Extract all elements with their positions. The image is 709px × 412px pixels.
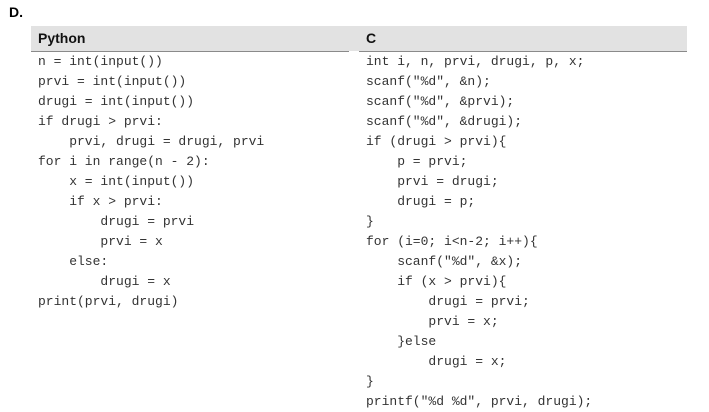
c-code-line: scanf("%d", &x);: [366, 254, 523, 269]
python-code-line: else:: [38, 254, 109, 269]
python-code-line: for i in range(n - 2):: [38, 154, 210, 169]
c-code-line: if (x > prvi){: [366, 274, 507, 289]
option-label: D.: [9, 4, 23, 20]
c-code-line: drugi = x;: [366, 354, 507, 369]
c-code-line: prvi = drugi;: [366, 174, 499, 189]
c-code-line: if (drugi > prvi){: [366, 134, 507, 149]
c-header-divider: [359, 51, 687, 52]
c-code-block: int i, n, prvi, drugi, p, x; scanf("%d",…: [366, 52, 592, 412]
python-code-line: print(prvi, drugi): [38, 294, 179, 309]
python-code-line: drugi = int(input()): [38, 94, 195, 109]
c-code-line: drugi = prvi;: [366, 294, 530, 309]
c-code-line: printf("%d %d", prvi, drugi);: [366, 394, 593, 409]
python-code-line: if x > prvi:: [38, 194, 163, 209]
python-column-header: Python: [38, 30, 86, 46]
python-code-block: n = int(input()) prvi = int(input()) dru…: [38, 52, 264, 312]
table-header-bar: [31, 26, 687, 51]
c-code-line: int i, n, prvi, drugi, p, x;: [366, 54, 585, 69]
python-code-line: x = int(input()): [38, 174, 195, 189]
c-column-header: C: [366, 30, 377, 46]
python-code-line: prvi = x: [38, 234, 163, 249]
c-code-line: for (i=0; i<n-2; i++){: [366, 234, 538, 249]
python-header-divider: [31, 51, 349, 52]
python-code-line: drugi = prvi: [38, 214, 195, 229]
python-code-line: n = int(input()): [38, 54, 163, 69]
c-code-line: drugi = p;: [366, 194, 476, 209]
c-code-line: scanf("%d", &n);: [366, 74, 491, 89]
c-code-line: scanf("%d", &prvi);: [366, 94, 515, 109]
python-code-line: prvi, drugi = drugi, prvi: [38, 134, 265, 149]
c-code-line: scanf("%d", &drugi);: [366, 114, 523, 129]
c-code-line: }else: [366, 334, 437, 349]
python-code-line: if drugi > prvi:: [38, 114, 163, 129]
python-code-line: drugi = x: [38, 274, 171, 289]
c-code-line: }: [366, 214, 374, 229]
python-code-line: prvi = int(input()): [38, 74, 187, 89]
c-code-line: }: [366, 374, 374, 389]
c-code-line: prvi = x;: [366, 314, 499, 329]
c-code-line: p = prvi;: [366, 154, 468, 169]
